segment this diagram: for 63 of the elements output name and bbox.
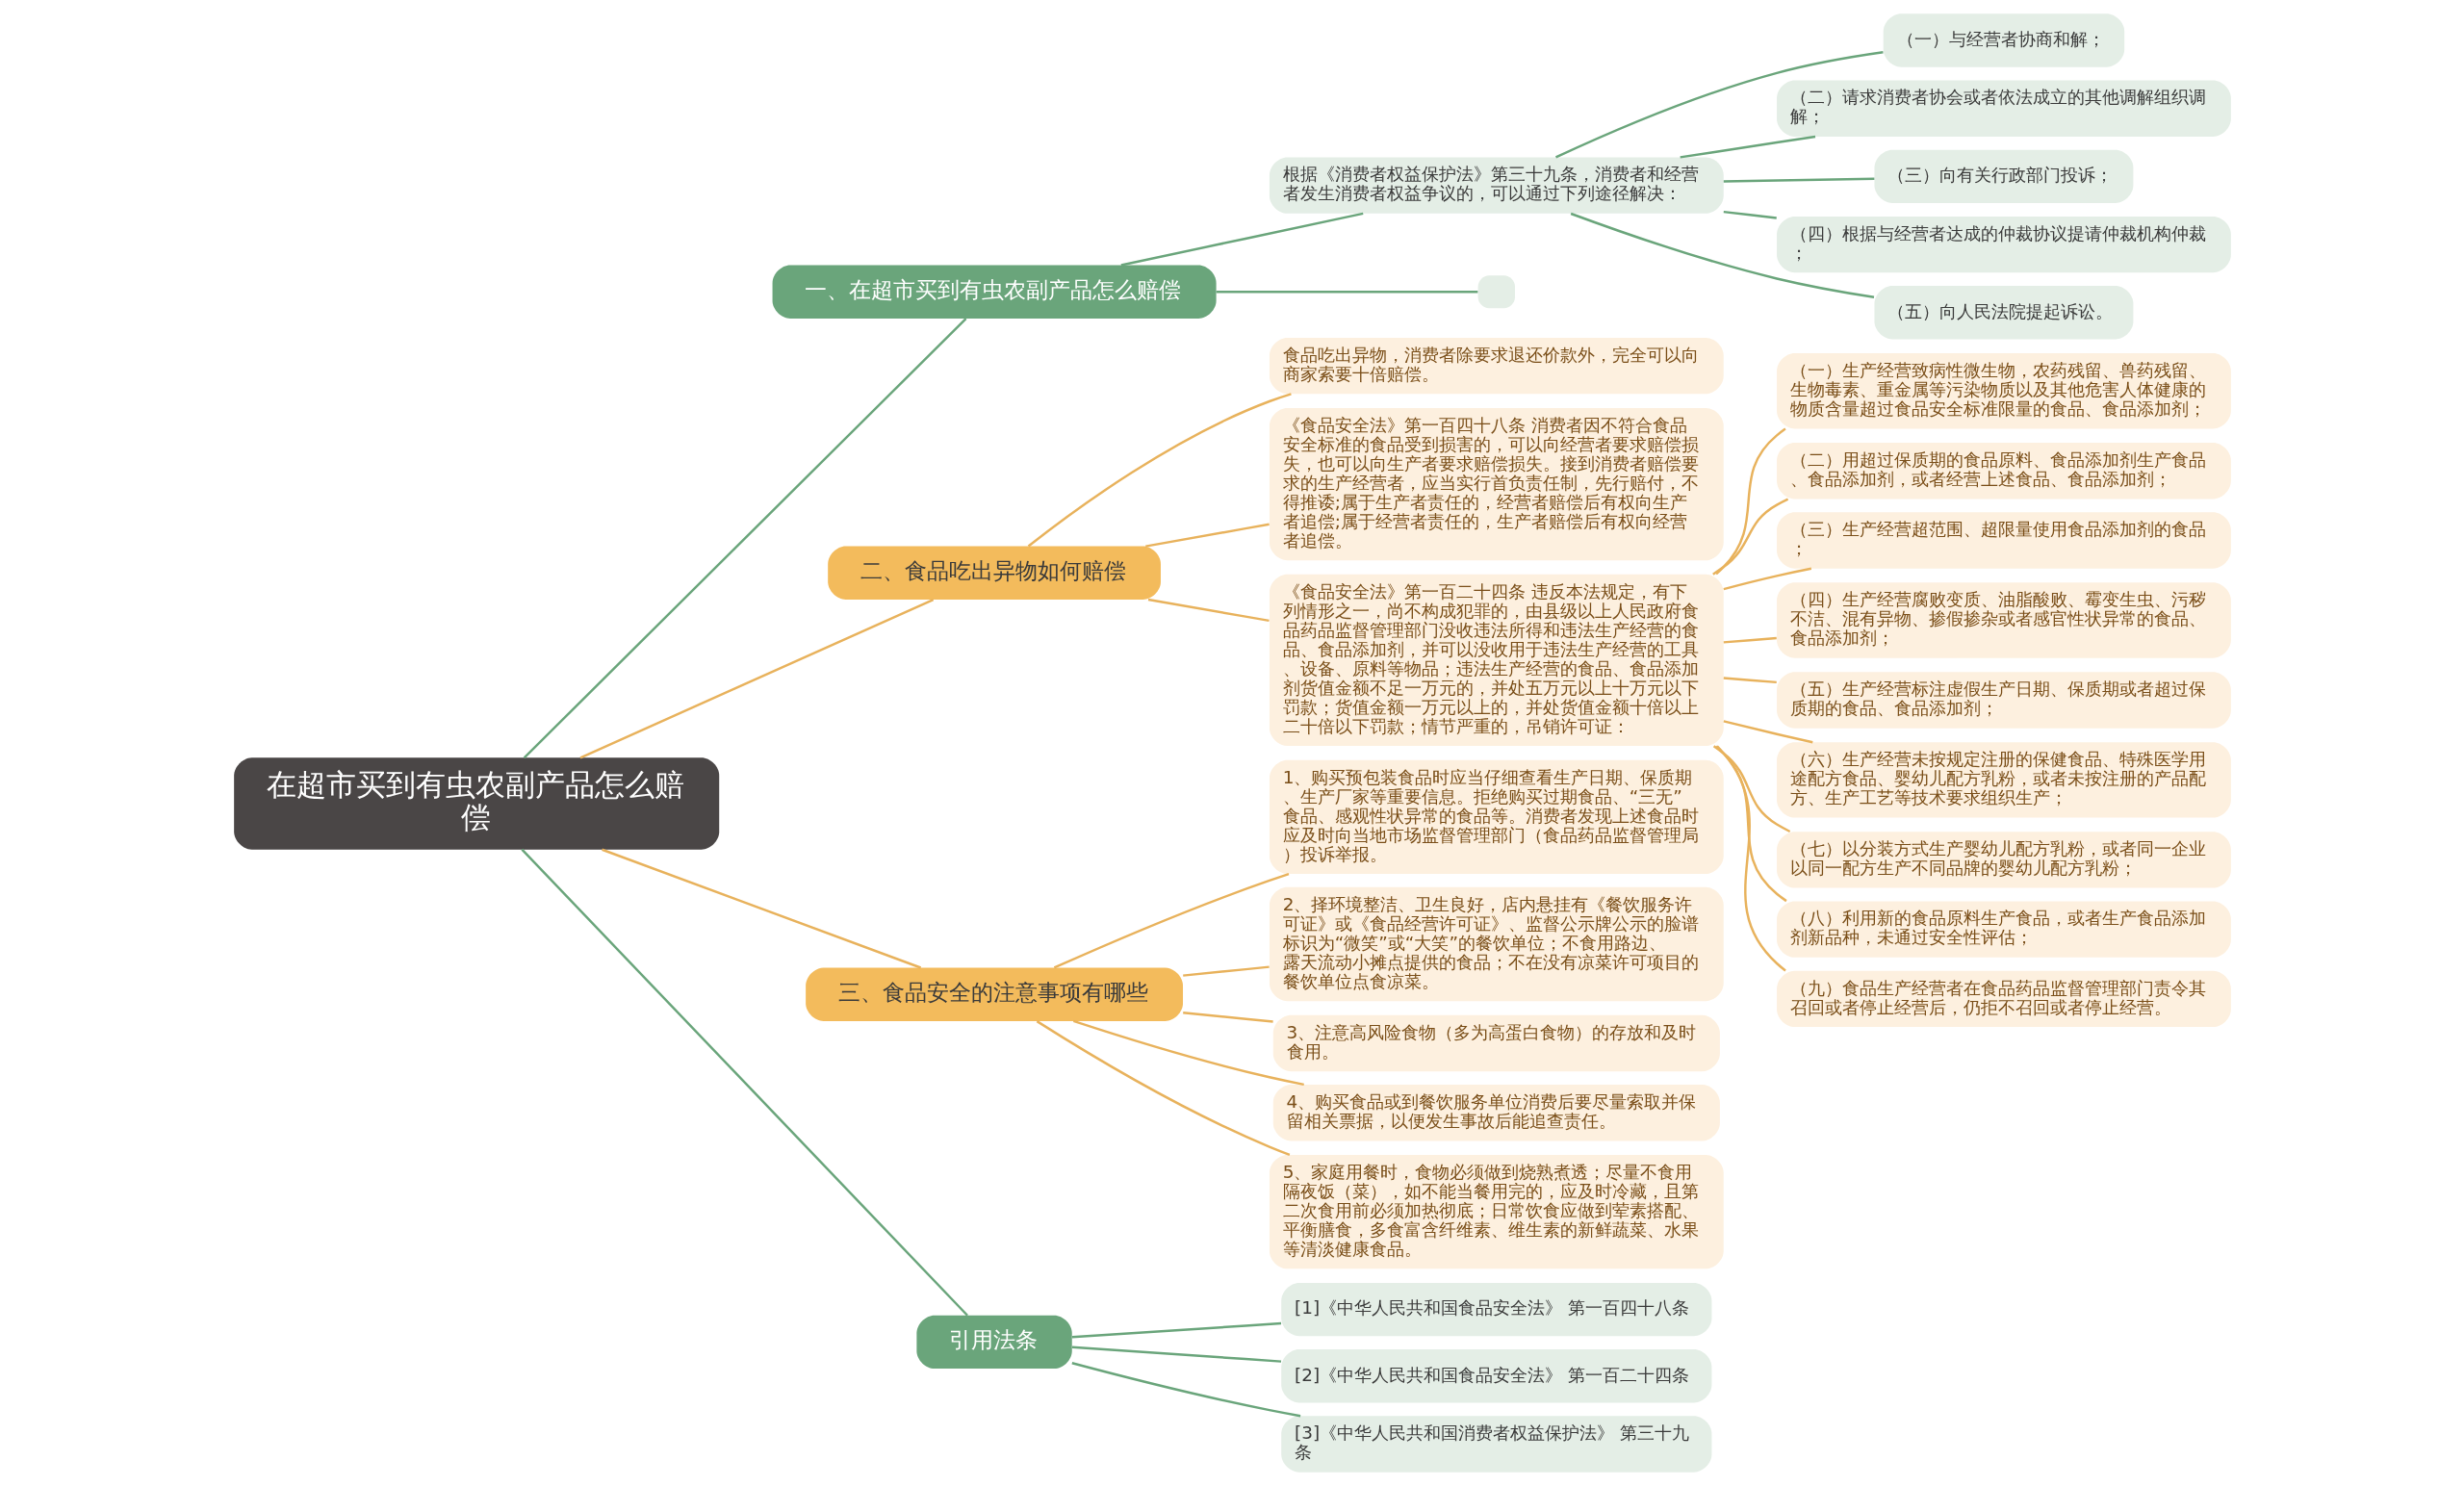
- connector: [1147, 598, 1270, 623]
- node-box: （八）利用新的食品原料生产食品，或者生产食品添加剂新品种，未通过安全性评估；: [1776, 901, 2231, 958]
- connector: [520, 848, 968, 1317]
- connector: [1712, 745, 1790, 833]
- connector: [1027, 393, 1292, 548]
- connector: [601, 848, 921, 969]
- node-box: （七）以分装方式生产婴幼儿配方乳粉，或者同一企业以同一配方生产不同品牌的婴幼儿配方乳粉；: [1776, 832, 2231, 888]
- node-box: （三）生产经营超范围、超限量使用食品添加剂的食品；: [1776, 512, 2231, 569]
- connector: [1554, 51, 1884, 159]
- node-box: [1]《中华人民共和国食品安全法》 第一百四十八条: [1280, 1282, 1711, 1337]
- node-box: （二）用超过保质期的食品原料、食品添加剂生产食品、食品添加剂，或者经营上述食品、食品添加剂；: [1776, 443, 2231, 500]
- connector: [579, 598, 934, 759]
- connector: [1715, 745, 1786, 972]
- node-box: （一）生产经营致病性微生物，农药残留、兽药残留、生物毒素、重金属等污染物质以及其他危害人体健康的物质含量超过食品安全标准限量的食品、食品添加剂；: [1776, 353, 2231, 429]
- node-box: （五）向人民法院提起诉讼。: [1874, 286, 2133, 340]
- connector: [1711, 498, 1788, 576]
- connector: [1723, 720, 1813, 744]
- node-box: 2、择环境整洁、卫生良好，店内悬挂有《餐饮服务许可证》或《食品经营许可证》、监督公示牌公示的脸谱标识为“微笑”或“大笑”的餐饮单位；不食用路边、露天流动小摊点提供的食品；不在没有凉菜许可项目的餐饮单位点食凉菜。: [1269, 886, 1724, 1002]
- connector: [1182, 965, 1270, 977]
- node-box: 在超市买到有虫农副产品怎么赔偿: [233, 757, 719, 850]
- node-box: 1、购买预包装食品时应当仔细查看生产日期、保质期、生产厂家等重要信息。拒绝购买过期食品、“三无”食品、感观性状异常的食品等。消费者发现上述食品时应及时向当地市场监督管理部门（食品药品监督管理局）投诉举报。: [1269, 759, 1724, 874]
- connector: [1036, 1020, 1290, 1156]
- node-box: 《食品安全法》第一百四十八条 消费者因不符合食品安全标准的食品受到损害的，可以向经营者要求赔偿损失，也可以向生产者要求赔偿损失。接到消费者赔偿要求的生产经营者，应当实行首负责任制，先行赔付，不得推诿;属于生产者责任的，经营者赔偿后有权向生产者追偿;属于经营者责任的，生产者赔偿后有权向经营者追偿。: [1269, 407, 1724, 561]
- connector: [1071, 1362, 1300, 1418]
- node-box: [2]《中华人民共和国食品安全法》 第一百二十四条: [1280, 1349, 1711, 1403]
- connector: [1723, 636, 1777, 644]
- node-box: 根据《消费者权益保护法》第三十九条，消费者和经营者发生消费者权益争议的，可以通过下列途径解决：: [1269, 157, 1724, 214]
- connector: [1723, 177, 1874, 183]
- node-box: 三、食品安全的注意事项有哪些: [805, 967, 1183, 1021]
- node-box: （五）生产经营标注虚假生产日期、保质期或者超过保质期的食品、食品添加剂；: [1776, 672, 2231, 729]
- node-box: [3]《中华人民共和国消费者权益保护法》 第三十九条: [1280, 1416, 1711, 1473]
- node-box: 食品吃出异物，消费者除要求退还价款外，完全可以向商家索要十倍赔偿。: [1269, 337, 1724, 395]
- node-box: （四）生产经营腐败变质、油脂酸败、霉变生虫、污秽不洁、混有异物、掺假掺杂或者感官性状异常的食品、食品添加剂；: [1776, 582, 2231, 658]
- node-box: [1477, 275, 1515, 309]
- connector: [523, 318, 966, 759]
- node-box: 5、家庭用餐时，食物必须做到烧熟煮透；尽量不食用隔夜饭（菜），如不能当餐用完的，应及时冷藏，且第二次食用前必须加热彻底；日常饮食应做到荤素搭配、平衡膳食，多食富含纤维素、维生素的新鲜蔬菜、水果等清淡健康食品。: [1269, 1155, 1724, 1269]
- connector: [1714, 427, 1786, 576]
- connector: [1714, 745, 1787, 903]
- node-box: 引用法条: [915, 1315, 1072, 1370]
- connector: [1071, 1345, 1281, 1363]
- connector: [1723, 210, 1777, 219]
- node-box: （四）根据与经营者达成的仲裁协议提请仲裁机构仲裁；: [1776, 216, 2231, 273]
- connector: [1144, 523, 1270, 548]
- node-box: 《食品安全法》第一百二十四条 违反本法规定，有下列情形之一，尚不构成犯罪的，由县级以上人民政府食品药品监督管理部门没收违法所得和违法生产经营的食品、食品添加剂，并可以没收用于违法生产经营的工具、设备、原料等物品；违法生产经营的食品、食品添加剂货值金额不足一万元的，并处五万元以上十万元以下罚款；货值金额一万元以上的，并处货值金额十倍以上二十倍以下罚款；情节严重的，吊销许可证：: [1269, 574, 1724, 747]
- connector: [1120, 212, 1363, 267]
- node-box: （一）与经营者协商和解；: [1883, 13, 2124, 67]
- connector: [1072, 1019, 1304, 1087]
- connector: [1053, 872, 1289, 969]
- node-box: 3、注意高风险食物（多为高蛋白食物）的存放和及时食用。: [1272, 1014, 1720, 1072]
- connector: [1570, 212, 1874, 298]
- node-box: （六）生产经营未按规定注册的保健食品、特殊医学用途配方食品、婴幼儿配方乳粉，或者未按注册的产品配方、生产工艺等技术要求组织生产；: [1776, 742, 2231, 818]
- connector: [1182, 1012, 1273, 1023]
- node-box: 4、购买食品或到餐饮服务单位消费后要尽量索取并保留相关票据，以便发生事故后能追查责任。: [1272, 1085, 1720, 1141]
- connector: [1216, 291, 1477, 294]
- connector: [1723, 567, 1811, 591]
- connector: [1723, 677, 1777, 684]
- node-box: 二、食品吃出异物如何赔偿: [827, 546, 1161, 600]
- connector: [1680, 135, 1815, 159]
- node-box: 一、在超市买到有虫农副产品怎么赔偿: [772, 265, 1217, 319]
- node-box: （二）请求消费者协会或者依法成立的其他调解组织调解；: [1776, 80, 2231, 137]
- node-box: （三）向有关行政部门投诉；: [1874, 149, 2133, 204]
- connector: [1071, 1321, 1281, 1339]
- node-box: （九）食品生产经营者在食品药品监督管理部门责令其召回或者停止经营后，仍拒不召回或者停止经营。: [1776, 970, 2231, 1028]
